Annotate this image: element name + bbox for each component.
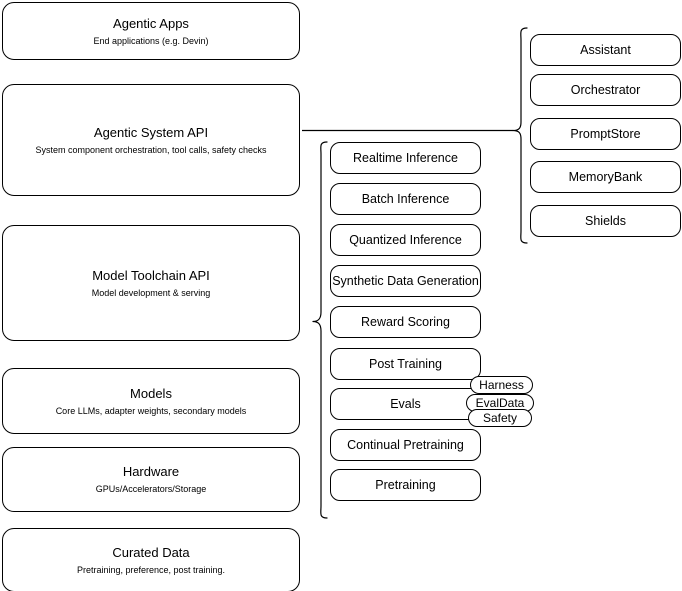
component-label: PromptStore xyxy=(570,127,641,141)
layer-title: Model Toolchain API xyxy=(92,267,210,283)
layer-subtitle: Model development & serving xyxy=(91,287,211,298)
component-label: Post Training xyxy=(369,357,442,371)
component-memorybank[interactable]: MemoryBank xyxy=(530,161,681,193)
layer-hardware[interactable]: Hardware GPUs/Accelerators/Storage xyxy=(2,447,300,512)
layer-title: Curated Data xyxy=(112,544,190,560)
layer-subtitle: Core LLMs, adapter weights, secondary mo… xyxy=(55,405,247,416)
evals-subcomponent-safety[interactable]: Safety xyxy=(468,409,532,427)
component-label: Assistant xyxy=(580,43,631,57)
component-label: Shields xyxy=(585,214,626,228)
pill-label: Harness xyxy=(479,378,524,392)
layer-agentic-apps[interactable]: Agentic Apps End applications (e.g. Devi… xyxy=(2,2,300,60)
pill-label: EvalData xyxy=(475,396,525,410)
component-realtime-inference[interactable]: Realtime Inference xyxy=(330,142,481,174)
component-reward-scoring[interactable]: Reward Scoring xyxy=(330,306,481,338)
layer-title: Models xyxy=(130,385,172,401)
layer-title: Agentic System API xyxy=(93,124,209,140)
layer-agentic-system-api[interactable]: Agentic System API System component orch… xyxy=(2,84,300,196)
layer-subtitle: End applications (e.g. Devin) xyxy=(93,35,209,46)
component-assistant[interactable]: Assistant xyxy=(530,34,681,66)
component-label: Continual Pretraining xyxy=(347,438,464,452)
component-promptstore[interactable]: PromptStore xyxy=(530,118,681,150)
layer-subtitle: System component orchestration, tool cal… xyxy=(35,144,267,155)
layer-subtitle: Pretraining, preference, post training. xyxy=(76,564,226,575)
brace-system-components xyxy=(512,27,528,244)
component-synthetic-data-generation[interactable]: Synthetic Data Generation xyxy=(330,265,481,297)
component-post-training[interactable]: Post Training xyxy=(330,348,481,380)
component-label: Quantized Inference xyxy=(349,233,462,247)
layer-title: Agentic Apps xyxy=(113,15,189,31)
brace-toolchain-components xyxy=(312,141,328,519)
component-evals[interactable]: Evals xyxy=(330,388,481,420)
component-shields[interactable]: Shields xyxy=(530,205,681,237)
layer-subtitle: GPUs/Accelerators/Storage xyxy=(95,484,207,494)
component-pretraining[interactable]: Pretraining xyxy=(330,469,481,501)
component-quantized-inference[interactable]: Quantized Inference xyxy=(330,224,481,256)
component-orchestrator[interactable]: Orchestrator xyxy=(530,74,681,106)
component-label: Evals xyxy=(390,397,421,411)
component-label: Synthetic Data Generation xyxy=(332,274,479,288)
component-batch-inference[interactable]: Batch Inference xyxy=(330,183,481,215)
component-label: Reward Scoring xyxy=(361,315,450,329)
pill-label: Safety xyxy=(482,411,518,425)
component-label: Batch Inference xyxy=(361,192,450,206)
layer-curated-data[interactable]: Curated Data Pretraining, preference, po… xyxy=(2,528,300,591)
layer-title: Hardware xyxy=(122,464,180,479)
evals-subcomponent-harness[interactable]: Harness xyxy=(470,376,533,394)
component-label: Orchestrator xyxy=(570,83,641,97)
layer-models[interactable]: Models Core LLMs, adapter weights, secon… xyxy=(2,368,300,434)
component-label: Pretraining xyxy=(375,478,436,492)
component-label: Realtime Inference xyxy=(353,151,458,165)
component-label: MemoryBank xyxy=(568,170,643,184)
component-continual-pretraining[interactable]: Continual Pretraining xyxy=(330,429,481,461)
layer-model-toolchain-api[interactable]: Model Toolchain API Model development & … xyxy=(2,225,300,341)
